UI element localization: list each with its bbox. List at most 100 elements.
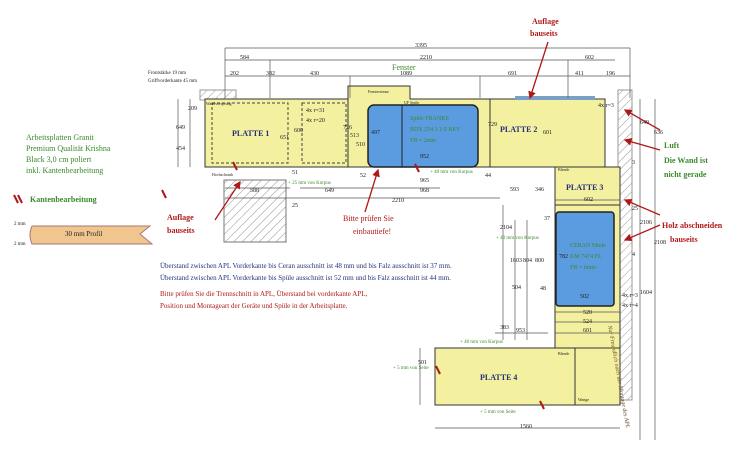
dim-d51: 51 xyxy=(292,170,298,176)
seite-5a-label: + 5 mm von Seite xyxy=(393,366,429,371)
holz-line-2: bauseits xyxy=(670,235,698,244)
plate-4-outline xyxy=(434,347,621,406)
dim-d44: 44 xyxy=(485,173,491,179)
note-green-1: Überstand zwischen APL Vorderkante bis C… xyxy=(160,262,452,270)
note-red-1: Bitte prüfen Sie die Trennschnitt in APL… xyxy=(160,290,368,298)
dim-row-691: 691 xyxy=(508,71,517,77)
hob-depth: 782 xyxy=(559,254,568,260)
grip-edge-label: Griffvorderkante 45 mm xyxy=(148,79,198,84)
plate-2-label: PLATTE 2 xyxy=(500,125,538,134)
dim-v-2108: 2108 xyxy=(654,240,666,246)
dim-left-649: 649 xyxy=(176,125,185,131)
dim-bottom-649: 649 xyxy=(325,188,334,194)
einbautiefe-1: Bitte prüfen Sie xyxy=(343,214,394,223)
dim-top-602: 602 xyxy=(585,55,594,61)
plate-1-label: PLATTE 1 xyxy=(232,129,270,138)
einbautiefe-2: einbautiefe! xyxy=(353,227,392,236)
sink-line-3: FB = 2mm xyxy=(410,138,437,144)
dim-row-382: 382 xyxy=(266,71,275,77)
plate-3-label: PLATTE 3 xyxy=(566,183,604,192)
hochschrank-label: Hochschrank xyxy=(212,172,234,177)
sink-width: 952 xyxy=(420,154,429,160)
fenster-label: Fenster xyxy=(392,63,416,72)
dim-v-2106: 2106 xyxy=(640,220,652,226)
plate-4-label: PLATTE 4 xyxy=(480,373,518,382)
dim-bottom-593: 593 xyxy=(510,187,519,193)
edge-heading: Kantenbearbeitung xyxy=(30,195,97,204)
material-line-3: Black 3,0 cm poliert xyxy=(26,155,92,164)
dim-v-1604: 1604 xyxy=(640,290,652,296)
profile-sample xyxy=(29,225,154,245)
dim-r3: 4x r=3 xyxy=(622,293,638,299)
hob-line-3: FB = 6mm xyxy=(570,265,597,271)
dim-left-454: 454 xyxy=(176,146,185,152)
dim-v-504: 504 xyxy=(512,285,521,291)
dim-v-501: 501 xyxy=(418,360,427,366)
sink-cutout xyxy=(367,104,479,168)
cabinet-inner xyxy=(301,102,347,164)
dim-row-430: 430 xyxy=(310,71,319,77)
dim-row-1089: 1089 xyxy=(400,71,412,77)
dim-r4: 4x r=4 xyxy=(622,303,638,309)
auflage-left-1: Auflage xyxy=(167,213,194,222)
plate-1-inner xyxy=(211,102,289,164)
dim-v-636: 636 xyxy=(654,130,663,136)
dim-row-411: 411 xyxy=(575,71,584,77)
dim-r31: 4x r=31 xyxy=(306,108,325,114)
dim-top-584: 584 xyxy=(240,55,249,61)
seite-5b-label: + 5 mm von Seite xyxy=(480,410,516,415)
profile-dim-bottom: 2 mm xyxy=(14,242,26,247)
dim-top-total: 3395 xyxy=(415,43,427,49)
dim-bottom-968: 968 xyxy=(420,188,429,194)
korpus-25-label: + 25 mm von Korpus xyxy=(288,181,331,186)
auflage-top-2: bauseits xyxy=(530,29,558,38)
wand-line-2: nicht gerade xyxy=(664,170,707,179)
dim-r3-right: 4x r=3 xyxy=(598,103,614,109)
dim-r-520: 520 xyxy=(583,310,592,316)
window-sill xyxy=(515,96,595,100)
hob-width: 502 xyxy=(580,294,589,300)
dim-r-602: 602 xyxy=(584,197,593,203)
material-line-4: inkl. Kantenbearbeitung xyxy=(26,166,104,175)
dim-v-649: 649 xyxy=(640,120,649,126)
sink-top-label: UF Spüle xyxy=(404,100,420,105)
material-line-2: Premium Qualität Krishna xyxy=(26,144,111,153)
note-red-2: Position und Montageart der Geräte und S… xyxy=(160,302,348,310)
dimension-lines xyxy=(177,47,656,440)
dim-bottom-965: 965 xyxy=(420,178,429,184)
fenstersimse-label: Fenstersimse xyxy=(368,89,389,94)
dim-d52: 52 xyxy=(360,173,366,179)
korpus-40c-label: + 40 mm von Korpus xyxy=(460,340,503,345)
dim-bottom-2210: 2210 xyxy=(392,198,404,204)
dim-bottom-588: 588 xyxy=(250,188,259,194)
dim-inner-729: 729 xyxy=(488,122,497,128)
auflage-top-1: Auflage xyxy=(532,17,559,26)
sink-line-1: Spüle FRANKE xyxy=(410,116,450,122)
korpus-40b-label: + 40 mm von Korpus xyxy=(496,236,539,241)
auflage-left-2: bauseits xyxy=(167,226,195,235)
dim-v-1603: 1603 xyxy=(510,258,522,264)
dim-v-800: 800 xyxy=(535,258,544,264)
dim-left-209: 209 xyxy=(188,106,197,112)
dim-r-601: 601 xyxy=(583,328,592,334)
sink-depth: 497 xyxy=(371,130,380,136)
dim-d48: 48 xyxy=(540,286,546,292)
material-line-1: Arbeitsplatten Granit xyxy=(26,133,94,142)
dim-row-196: 196 xyxy=(606,71,615,77)
dim-v-25: 25 xyxy=(632,206,638,212)
dim-bottom-346: 346 xyxy=(535,187,544,193)
dim-r-1560: 1560 xyxy=(520,424,532,430)
hob-cutout xyxy=(555,211,615,307)
dim-d37: 37 xyxy=(544,216,550,222)
dim-inner-726: 726 xyxy=(343,125,352,131)
blende-label: Blende xyxy=(558,167,570,172)
blende-label-2: Blende xyxy=(558,351,570,356)
hob-line-2: KM 7474 FL xyxy=(570,254,602,260)
hob-line-1: CERAN Miele xyxy=(570,243,606,249)
sink-line-2: BDX 254 3 1/2 REV xyxy=(410,127,461,133)
profile-dim-top: 2 mm xyxy=(14,222,26,227)
dim-r20: 4x r=20 xyxy=(306,118,325,124)
korpus-40a-label: + 40 mm von Korpus xyxy=(430,170,473,175)
